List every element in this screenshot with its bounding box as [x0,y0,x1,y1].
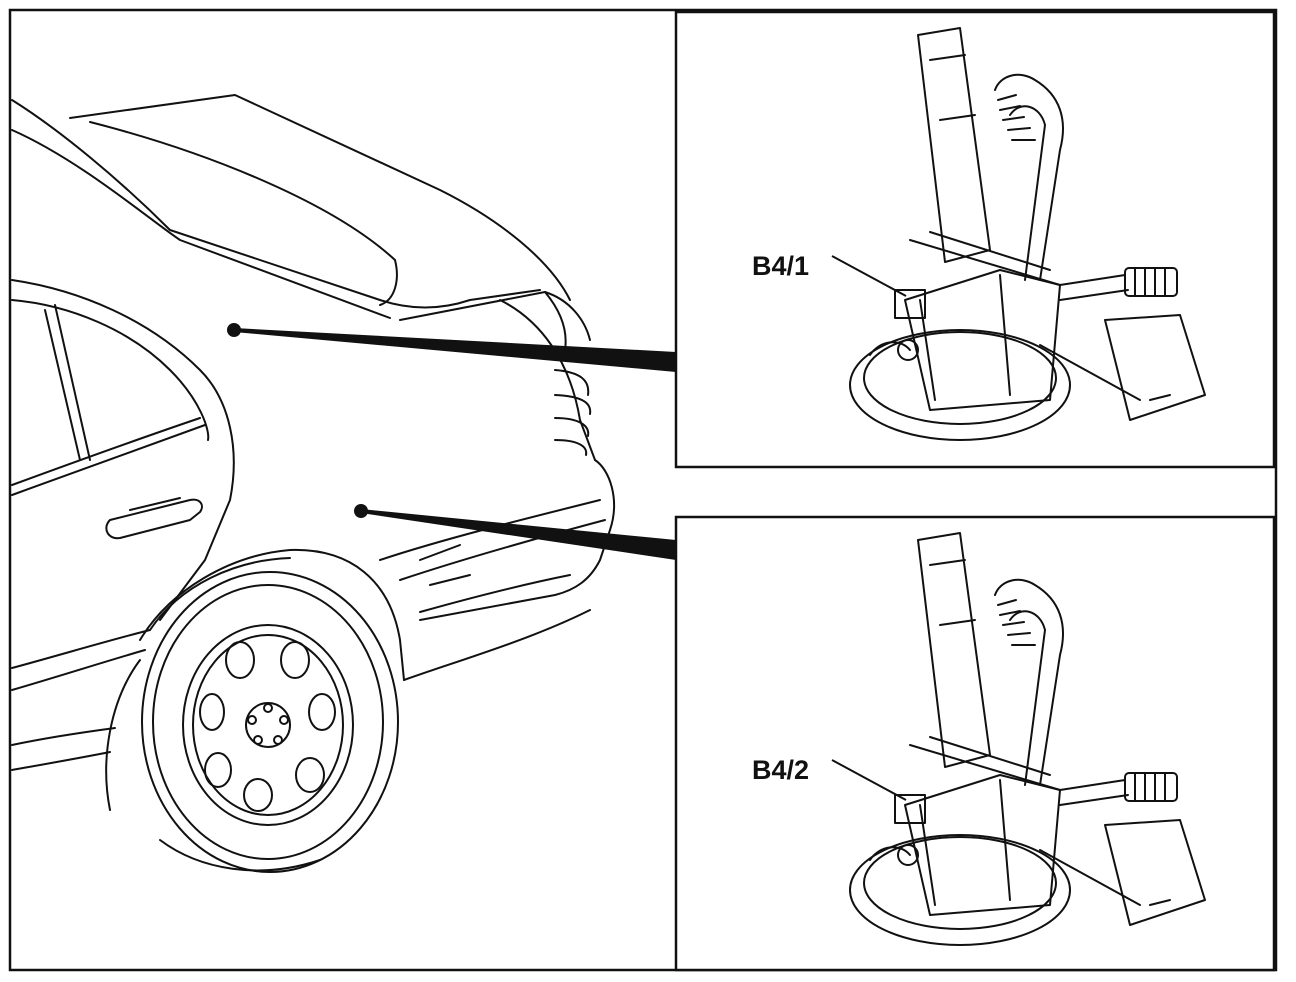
detail-panel-upper [674,10,1276,469]
detail-panel-lower [674,515,1276,972]
wheel-rim [182,624,354,826]
tyre-outer [141,571,399,873]
outer-frame [8,8,1278,972]
callout-label-b4-2: B4/2 [752,755,809,785]
leader-line-upper [227,323,676,372]
fuel-sender-unit-lower [849,532,1206,946]
leader-line-lower [354,504,676,560]
callout-pointer-lower [831,759,907,801]
callout-pointer-upper [831,255,907,297]
callout-label-b4-1: B4/1 [752,251,809,281]
car-rear-quarter-illustration [11,94,616,873]
fuel-sender-unit-upper [849,27,1206,441]
